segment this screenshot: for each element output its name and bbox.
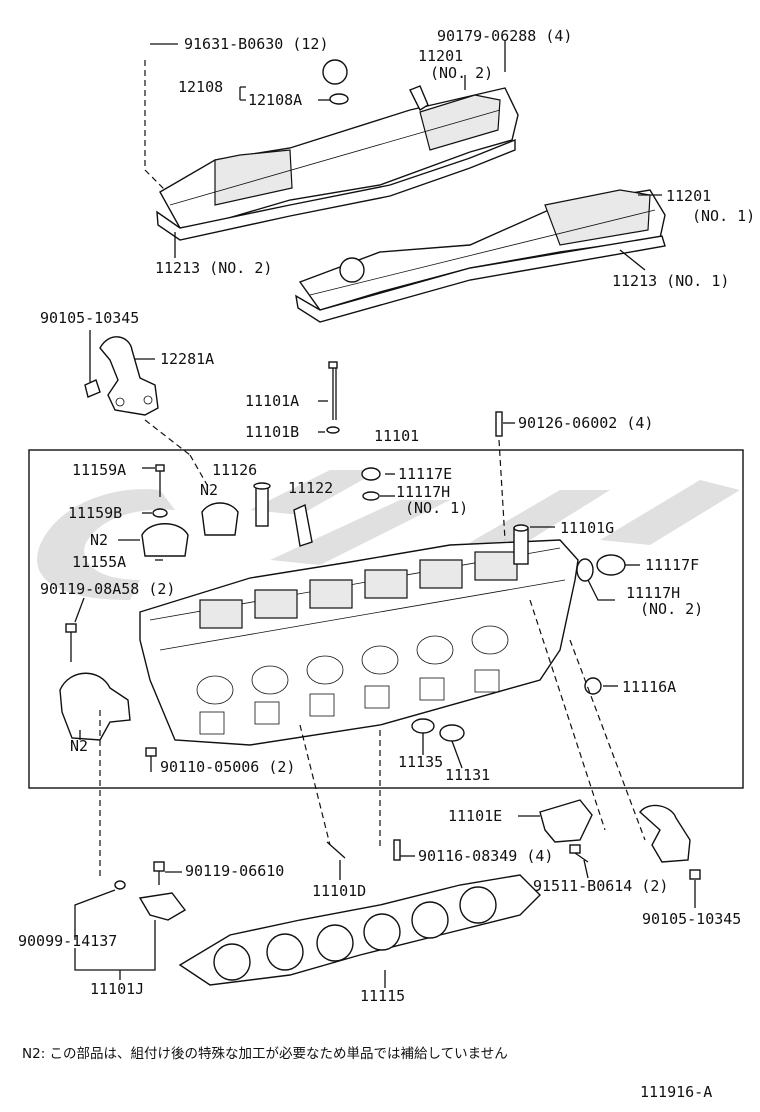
seal-11135 bbox=[411, 718, 435, 734]
label-11117h-no2: 11117H bbox=[626, 584, 680, 602]
cylinder-head-group-frame bbox=[28, 449, 744, 789]
label-91631: 91631-B0630 (12) bbox=[184, 35, 329, 53]
engine-hanger-bracket-12281a bbox=[84, 336, 159, 416]
label-11213-no2: 11213 (NO. 2) bbox=[155, 259, 272, 277]
label-11117h-no1: 11117H bbox=[396, 483, 450, 501]
bolt-91511 bbox=[569, 844, 589, 863]
label-n2-center: N2 bbox=[200, 481, 218, 499]
label-90126: 90126-06002 (4) bbox=[518, 414, 653, 432]
bolt-11159a bbox=[155, 464, 165, 497]
label-11101a: 11101A bbox=[245, 392, 299, 410]
bolt-90110 bbox=[145, 747, 157, 772]
dashed-assembly-lines bbox=[99, 60, 646, 880]
label-90116: 90116-08349 (4) bbox=[418, 847, 553, 865]
label-11201-no2: 11201 bbox=[418, 47, 463, 65]
label-90179: 90179-06288 (4) bbox=[437, 27, 572, 45]
cam-bearing-cap-left bbox=[59, 672, 131, 741]
label-90105-top: 90105-10345 bbox=[40, 309, 139, 327]
label-11115: 11115 bbox=[360, 987, 405, 1005]
label-11101g: 11101G bbox=[560, 519, 614, 537]
label-11101e: 11101E bbox=[448, 807, 502, 825]
washer-11159b bbox=[152, 508, 168, 518]
bolt-90119a bbox=[65, 623, 77, 662]
label-90119-06610: 90119-06610 bbox=[185, 862, 284, 880]
label-n2-left: N2 bbox=[90, 531, 108, 549]
label-11159a: 11159A bbox=[72, 461, 126, 479]
cylinder-head-11101 bbox=[139, 524, 579, 746]
label-11126: 11126 bbox=[212, 461, 257, 479]
diagram-code: 111916-A bbox=[640, 1083, 712, 1101]
sensor-11101e bbox=[539, 799, 593, 843]
leader-lines bbox=[74, 40, 696, 988]
label-11116a: 11116A bbox=[622, 678, 676, 696]
seal-11131 bbox=[439, 724, 465, 742]
plug-11117f bbox=[576, 554, 626, 582]
label-11201-no2-sub: (NO. 2) bbox=[430, 64, 493, 82]
stud-90126 bbox=[495, 411, 503, 437]
label-90105-bottom: 90105-10345 bbox=[642, 910, 741, 928]
label-11117h-no2-sub: (NO. 2) bbox=[640, 600, 703, 618]
label-11117e: 11117E bbox=[398, 465, 452, 483]
label-11101j: 11101J bbox=[90, 980, 144, 998]
plug-11116a bbox=[584, 677, 602, 695]
watermark-logo bbox=[37, 470, 740, 600]
label-11159b: 11159B bbox=[68, 504, 122, 522]
label-11101d: 11101D bbox=[312, 882, 366, 900]
label-11117f: 11117F bbox=[645, 556, 699, 574]
footnote-n2: N2: この部品は、組付け後の特殊な加工が必要なため単品では補給していません bbox=[22, 1046, 508, 1062]
label-11101: 11101 bbox=[374, 427, 419, 445]
plug-11117e bbox=[361, 467, 381, 501]
cylinder-head-cover-no2 bbox=[156, 59, 519, 241]
bracket-90105b bbox=[639, 804, 701, 880]
label-11201-no1: 11201 bbox=[666, 187, 711, 205]
label-12281a: 12281A bbox=[160, 350, 214, 368]
bolt-90119b bbox=[153, 861, 165, 885]
cam-bearing-cap-n2 bbox=[141, 502, 239, 557]
label-11131: 11131 bbox=[445, 766, 490, 784]
label-11122: 11122 bbox=[288, 479, 333, 497]
label-11135: 11135 bbox=[398, 753, 443, 771]
stud-bolt-11101a bbox=[326, 361, 340, 434]
label-n2-bottom: N2 bbox=[70, 737, 88, 755]
label-11101b: 11101B bbox=[245, 423, 299, 441]
label-11117h-no1-sub: (NO. 1) bbox=[405, 499, 468, 517]
head-gasket-11115 bbox=[178, 874, 541, 986]
valve-guide-11126 bbox=[253, 482, 271, 527]
label-90119-08a58: 90119-08A58 (2) bbox=[40, 580, 175, 598]
sensor-11101j bbox=[114, 880, 187, 921]
cylinder-head-cover-no1 bbox=[295, 189, 666, 323]
label-12108a: 12108A bbox=[248, 91, 302, 109]
label-12108: 12108 bbox=[178, 78, 223, 96]
label-11155a: 11155A bbox=[72, 553, 126, 571]
label-90099: 90099-14137 bbox=[18, 932, 117, 950]
stud-90116 bbox=[393, 839, 401, 861]
label-11201-no1-sub: (NO. 1) bbox=[692, 207, 755, 225]
valve-guide-11122 bbox=[293, 503, 313, 547]
label-91511: 91511-B0614 (2) bbox=[533, 877, 668, 895]
label-11213-no1: 11213 (NO. 1) bbox=[612, 272, 729, 290]
label-90110: 90110-05006 (2) bbox=[160, 758, 295, 776]
